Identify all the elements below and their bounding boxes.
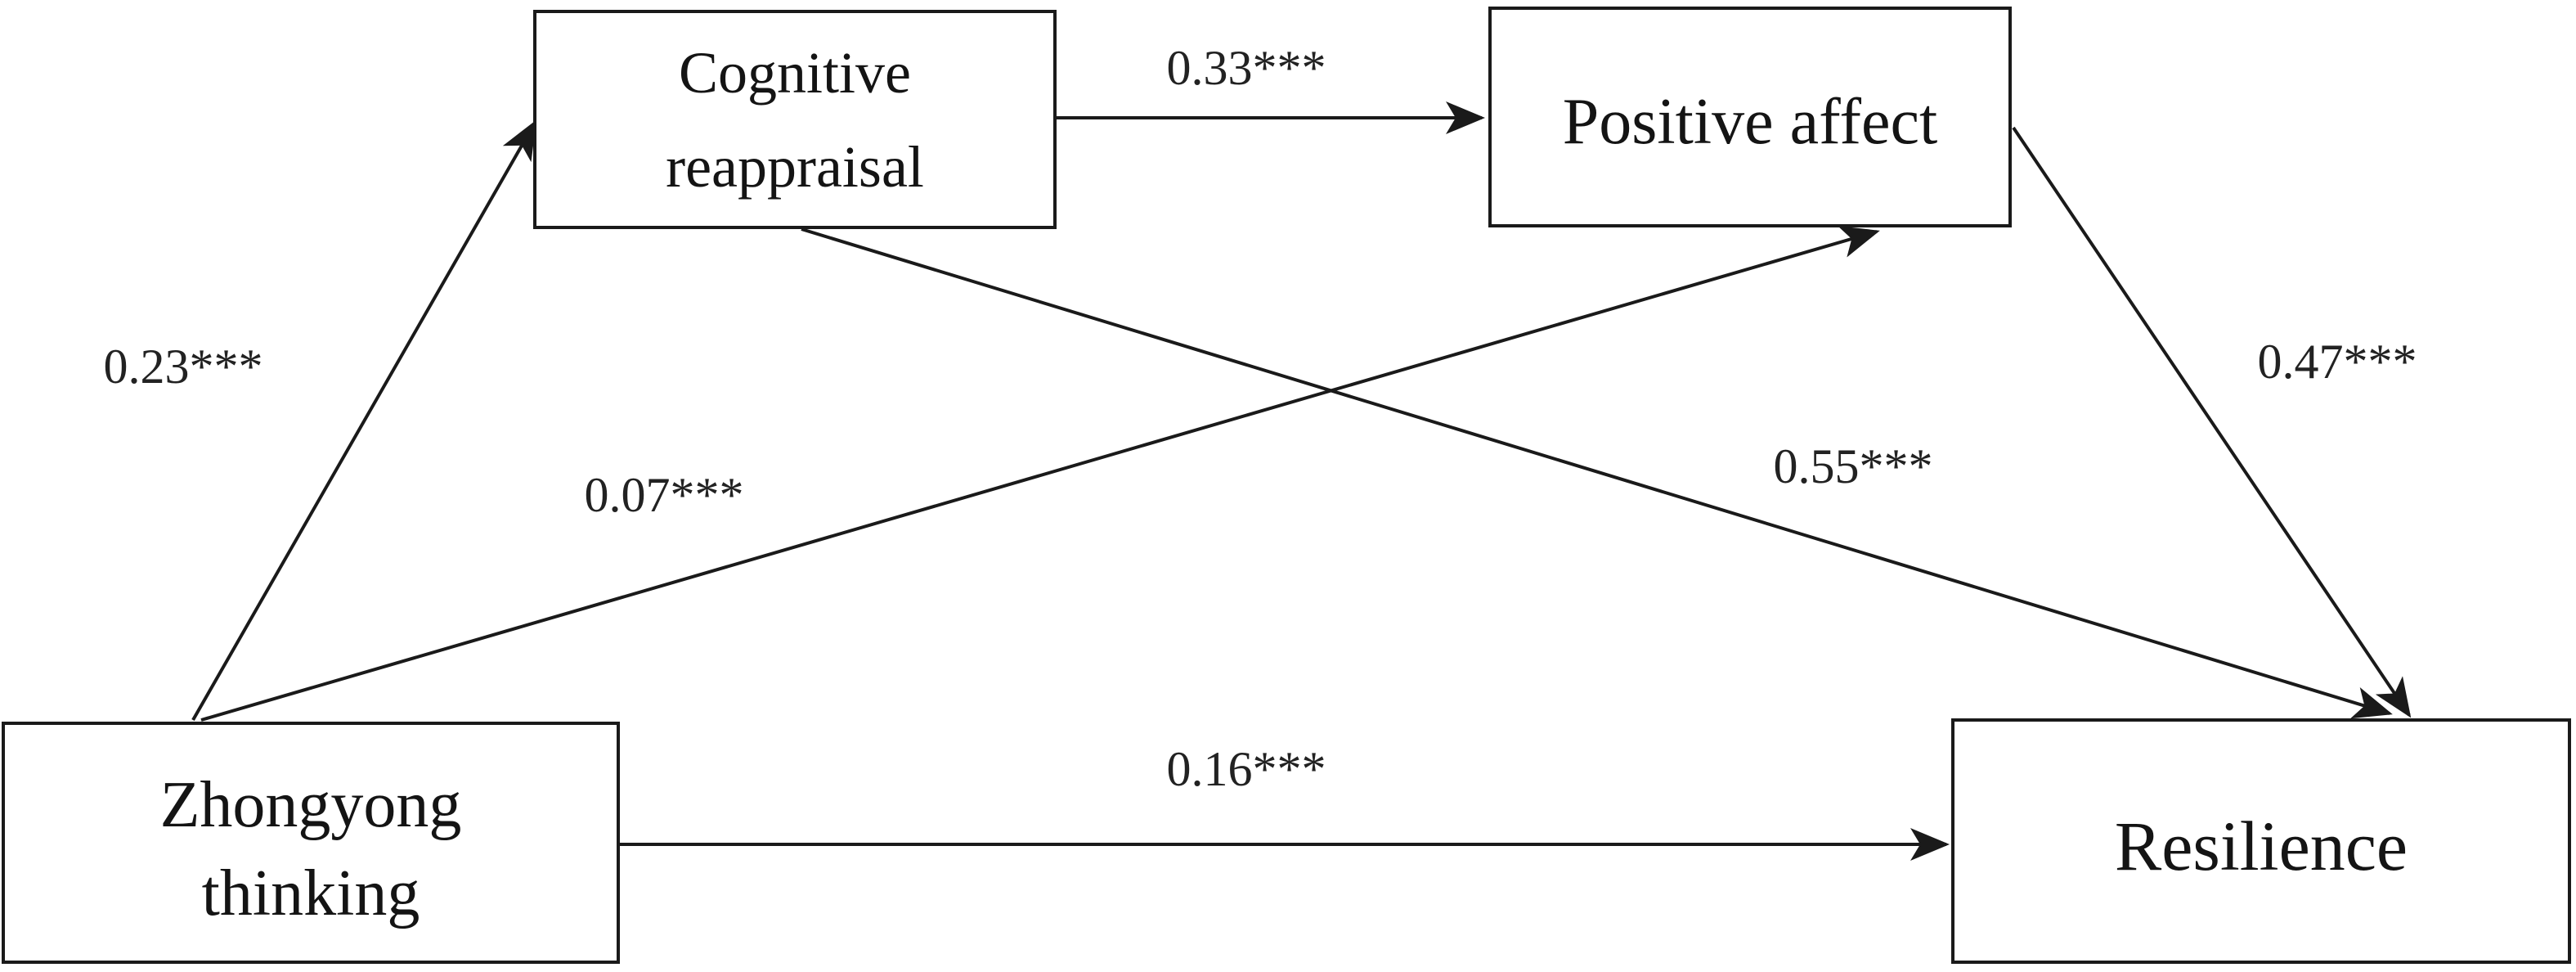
- node-resilience-label: Resilience: [2115, 807, 2408, 885]
- edge-zhongyong-to-cognitive: [191, 119, 536, 721]
- edge-positive-to-resilience: [2012, 126, 2412, 718]
- edge-label-zhongyong-to-cognitive: 0.23***: [104, 340, 263, 394]
- node-positive-affect-label: Positive affect: [1563, 86, 1937, 158]
- edge-label-zhongyong-to-resilience: 0.16***: [1167, 742, 1326, 796]
- node-zhongyong-thinking-line-2: thinking: [202, 857, 420, 929]
- edge-cognitive-to-resilience: [801, 227, 2393, 719]
- node-resilience: Resilience: [1951, 718, 2571, 964]
- node-positive-affect: Positive affect: [1488, 7, 2012, 227]
- edge-label-cognitive-to-resilience: 0.55***: [1774, 439, 1933, 493]
- node-cognitive-reappraisal-line-2: reappraisal: [666, 134, 924, 200]
- node-cognitive-reappraisal-line-1: Cognitive: [679, 40, 911, 106]
- node-zhongyong-thinking-line-1: Zhongyong: [160, 769, 462, 841]
- node-cognitive-reappraisal: Cognitive reappraisal: [533, 10, 1057, 229]
- edge-label-cognitive-to-positive: 0.33***: [1167, 41, 1326, 95]
- edge-label-zhongyong-to-positive: 0.07***: [585, 468, 744, 522]
- edge-zhongyong-to-positive: [200, 226, 1880, 722]
- node-zhongyong-thinking: Zhongyong thinking: [2, 722, 620, 964]
- edge-label-positive-to-resilience: 0.47***: [2258, 335, 2417, 389]
